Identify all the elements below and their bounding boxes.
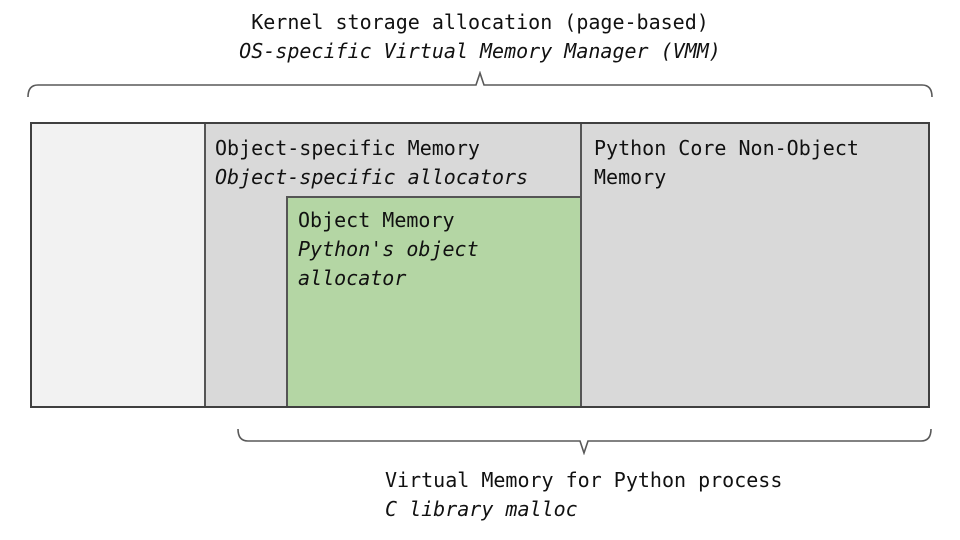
core-nonobject-memory-label: Python Core Non-Object Memory — [594, 136, 859, 189]
title-line-1: Kernel storage allocation (page-based) — [251, 10, 709, 34]
footer-caption: Virtual Memory for Python process C libr… — [385, 466, 782, 524]
region-core-nonobject-memory: Python Core Non-Object Memory — [582, 124, 928, 406]
footer-line-1: Virtual Memory for Python process — [385, 468, 783, 492]
top-brace — [27, 71, 933, 98]
region-object-memory: Object Memory Python's object allocator — [286, 196, 582, 406]
region-object-specific-memory: Object-specific Memory Object-specific a… — [206, 124, 582, 406]
object-specific-memory-label: Object-specific Memory — [215, 136, 480, 160]
bottom-brace — [237, 428, 932, 455]
python-object-allocator-label: Python's object allocator — [298, 237, 479, 290]
title-line-2: OS-specific Virtual Memory Manager (VMM) — [239, 39, 721, 63]
object-specific-allocators-label: Object-specific allocators — [215, 165, 529, 189]
diagram-title: Kernel storage allocation (page-based) O… — [0, 8, 960, 66]
memory-diagram-box: Object-specific Memory Object-specific a… — [30, 122, 930, 408]
footer-line-2: C library malloc — [385, 497, 578, 521]
region-unused-memory — [32, 124, 206, 406]
object-memory-label: Object Memory — [298, 208, 455, 232]
